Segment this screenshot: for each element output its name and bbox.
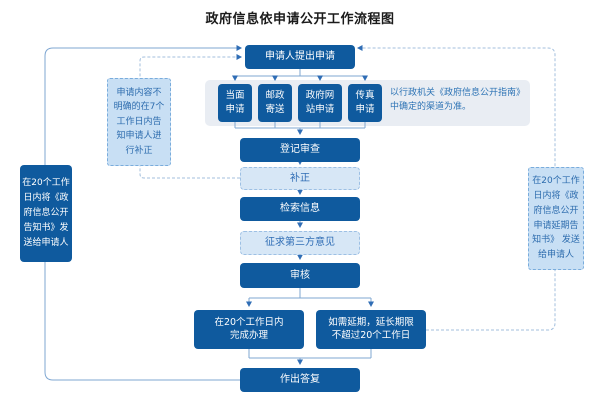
node-channel-mail: 邮政 寄送 — [258, 84, 292, 122]
node-register-review: 登记审查 — [240, 138, 360, 162]
page-title: 政府信息依申请公开工作流程图 — [205, 12, 395, 27]
node-extension: 如需延期，延长期限 不超过20个工作日 — [316, 310, 426, 349]
node-search-info: 检索信息 — [240, 197, 360, 221]
node-complete-within-20-days: 在20个工作日内 完成办理 — [194, 310, 304, 349]
node-channel-fax: 传真 申请 — [348, 84, 382, 122]
channel-note-text: 以行政机关《政府信息公开指南》 中确定的渠道为准。 — [390, 88, 526, 112]
node-correction: 补正 — [240, 167, 360, 190]
note-correction-notice: 申请内容不 明确的在7个 工作日内告 知申请人进 行补正 — [107, 78, 171, 166]
node-channel-inperson: 当面 申请 — [218, 84, 252, 122]
node-review: 审核 — [240, 263, 360, 288]
node-third-party-opinion: 征求第三方意见 — [240, 231, 360, 255]
node-channel-website: 政府网 站申请 — [298, 84, 342, 122]
note-extension-letter: 在20个工作 日内将《政 府信息公开 申请延期告 知书》 发送 给申请人 — [528, 167, 584, 270]
note-notification-letter: 在20个工作 日内将《政 府信息公开 告知书》发 送给申请人 — [20, 165, 72, 262]
node-start: 申请人提出申请 — [245, 45, 355, 69]
node-reply: 作出答复 — [240, 368, 360, 392]
